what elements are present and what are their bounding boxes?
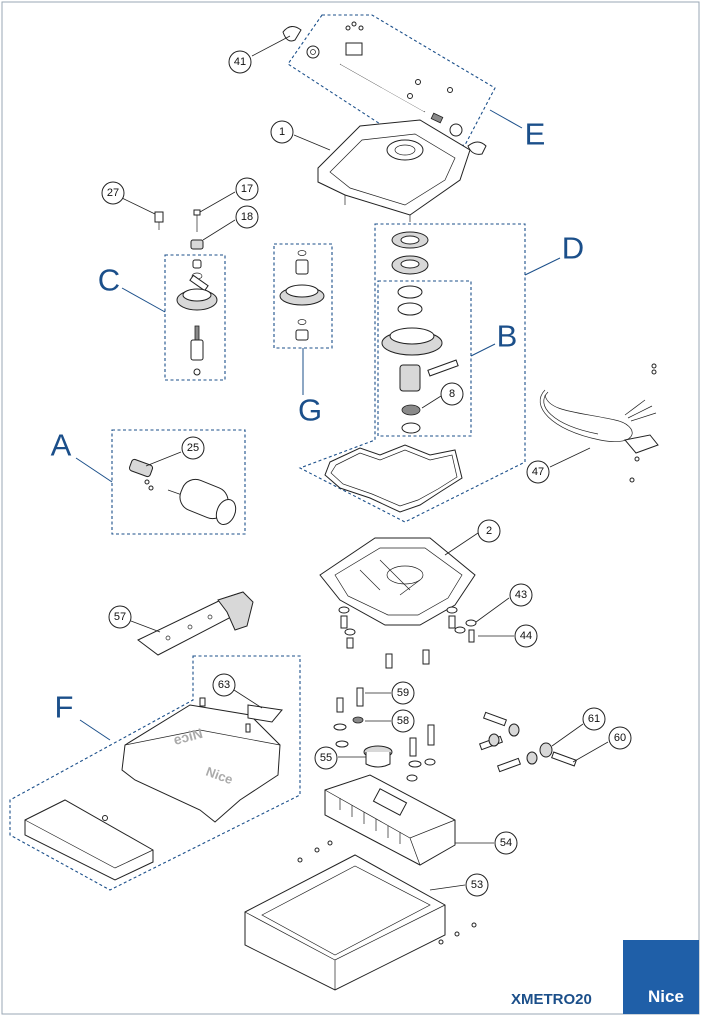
callout-25: 25 <box>145 436 205 467</box>
svg-text:47: 47 <box>532 466 544 478</box>
upper-housing <box>317 119 471 222</box>
group-f-leader <box>79 719 111 741</box>
callout-18: 18 <box>202 205 259 241</box>
callout-60: 60 <box>572 726 632 763</box>
group-a-box <box>111 429 246 535</box>
group-e-letter: E <box>525 117 546 152</box>
svg-text:1: 1 <box>279 126 285 138</box>
group-e-leader <box>489 109 523 129</box>
callout-8: 8 <box>421 382 464 409</box>
bracket-57 <box>137 591 254 656</box>
group-g-letter: G <box>298 393 322 428</box>
cover-assembly: eɔiN Nice <box>24 697 283 881</box>
pins-and-rollers <box>478 711 577 773</box>
group-f-box <box>9 655 301 891</box>
group-b-box <box>377 280 472 437</box>
release-shaft-assembly <box>282 21 487 155</box>
group-d-leader <box>524 257 561 276</box>
housing-screws <box>338 606 477 669</box>
svg-text:60: 60 <box>614 732 626 744</box>
callout-58: 58 <box>365 709 415 733</box>
svg-text:18: 18 <box>241 211 253 223</box>
group-c-letter: C <box>98 263 120 298</box>
callout-59: 59 <box>365 681 415 705</box>
group-b-letter: B <box>497 319 518 354</box>
svg-text:54: 54 <box>500 837 512 849</box>
callout-1: 1 <box>270 120 331 151</box>
callout-44: 44 <box>478 624 538 648</box>
lower-housing <box>319 537 476 626</box>
svg-text:63: 63 <box>218 679 230 691</box>
base-tray-53 <box>244 840 477 991</box>
group-c-box <box>164 254 226 381</box>
group-e-box <box>287 14 496 151</box>
callout-43: 43 <box>475 583 533 623</box>
callout-63: 63 <box>212 673 263 709</box>
svg-text:eɔiN: eɔiN <box>172 725 205 748</box>
carrier-54 <box>324 774 456 866</box>
group-a-leader <box>75 457 113 483</box>
group-a-parts <box>128 458 237 526</box>
group-d-parts <box>324 231 463 513</box>
svg-text:59: 59 <box>397 687 409 699</box>
callout-53: 53 <box>429 873 489 897</box>
svg-text:8: 8 <box>449 388 455 400</box>
group-g-box <box>273 243 333 349</box>
group-c-leader <box>121 287 166 313</box>
svg-text:57: 57 <box>114 611 126 623</box>
cable-harness <box>539 363 659 483</box>
model-code: XMETRO20 <box>511 991 592 1008</box>
group-g-parts <box>279 250 325 341</box>
callout-2: 2 <box>444 519 501 556</box>
svg-text:27: 27 <box>107 187 119 199</box>
screw-27 <box>154 211 164 230</box>
bushing-18 <box>190 239 204 250</box>
svg-text:44: 44 <box>520 630 532 642</box>
callout-55: 55 <box>314 746 366 770</box>
group-b-leader <box>470 343 496 357</box>
group-d-letter: D <box>562 231 584 266</box>
group-c-parts <box>176 259 218 376</box>
callout-41: 41 <box>228 35 291 74</box>
svg-text:41: 41 <box>234 56 246 68</box>
svg-text:58: 58 <box>397 715 409 727</box>
callout-61: 61 <box>551 707 606 747</box>
svg-text:2: 2 <box>486 525 492 537</box>
svg-text:55: 55 <box>320 752 332 764</box>
mid-hardware <box>333 687 436 782</box>
group-a-letter: A <box>51 428 72 463</box>
group-b-parts <box>381 285 459 434</box>
svg-text:61: 61 <box>588 713 600 725</box>
svg-text:43: 43 <box>515 589 527 601</box>
svg-text:17: 17 <box>241 183 253 195</box>
brand-block <box>623 940 699 1014</box>
callout-47: 47 <box>526 447 591 484</box>
svg-text:25: 25 <box>187 442 199 454</box>
screw-17 <box>193 209 201 232</box>
group-d-box <box>298 223 526 523</box>
callout-27: 27 <box>101 181 156 215</box>
group-f-letter: F <box>55 690 74 725</box>
brand-logo: Nice <box>648 987 684 1006</box>
callout-54: 54 <box>455 831 518 855</box>
callout-57: 57 <box>108 605 161 633</box>
callout-17: 17 <box>199 177 259 213</box>
svg-text:53: 53 <box>471 879 483 891</box>
